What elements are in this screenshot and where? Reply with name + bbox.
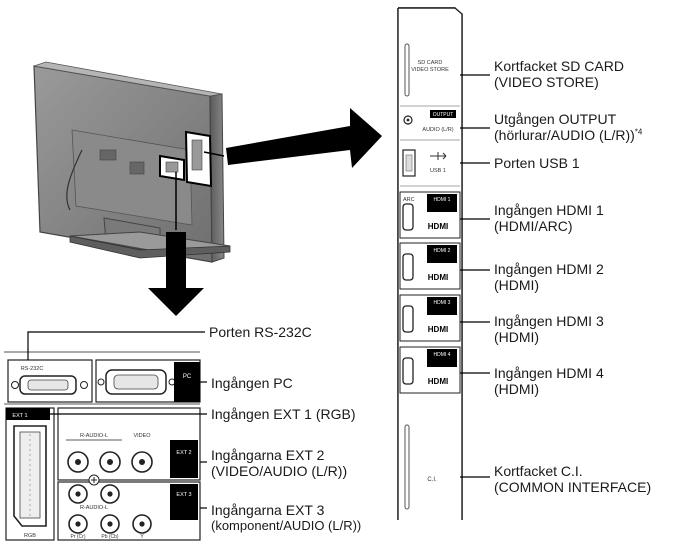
panel-text-pr-cr: Pr (Cr): [71, 534, 86, 540]
panel-text-video-store: VIDEO STORE: [411, 67, 449, 73]
label-pc: Ingången PC: [211, 375, 293, 391]
panel-text-rs232c: RS-232C: [21, 366, 44, 372]
label-hdmi3: Ingången HDMI 3 (HDMI): [494, 313, 604, 345]
footnote-marker: *4: [634, 127, 643, 137]
panel-text-rgb: RGB: [24, 533, 36, 539]
panel-text-hdmi3: HDMI 3: [434, 300, 451, 306]
panel-text-video: VIDEO: [133, 433, 151, 439]
panel-text-r-audio-l-ext3: R-AUDIO-L: [80, 505, 108, 511]
label-hdmi1: Ingången HDMI 1 (HDMI/ARC): [494, 202, 604, 234]
panel-text-hdmi4: HDMI 4: [434, 352, 451, 358]
hdmi-logo-1: HDMI: [428, 222, 448, 231]
label-ext2: Ingångarna EXT 2 (VIDEO/AUDIO (L/R)): [211, 447, 348, 479]
bottom-leader-lines: [27, 331, 207, 509]
label-hdmi4: Ingången HDMI 4 (HDMI): [494, 365, 604, 397]
panel-text-pb-cb: Pb (Cb): [101, 534, 119, 540]
pointer-line-side: [203, 151, 225, 157]
panel-text-output: OUTPUT: [433, 112, 454, 118]
label-rs232c: Porten RS-232C: [209, 324, 312, 340]
hdmi-logo-3: HDMI: [428, 325, 448, 334]
panel-text-usb1: USB 1: [430, 168, 446, 174]
side-leader-lines: [460, 74, 490, 478]
label-usb1: Porten USB 1: [494, 155, 580, 171]
panel-text-ext1: EXT 1: [12, 413, 27, 419]
panel-text-r-audio-l-ext2: R-AUDIO-L: [80, 433, 108, 439]
panel-text-pc: PC: [183, 374, 192, 380]
panel-text-hdmi2: HDMI 2: [434, 248, 451, 254]
hdmi-logo-4: HDMI: [428, 377, 448, 386]
label-ext3: Ingångarna EXT 3 (komponent/AUDIO (L/R)): [211, 502, 362, 533]
panel-text-y: Y: [140, 534, 144, 540]
hdmi-logo-2: HDMI: [428, 273, 448, 282]
panel-text-ext2: EXT 2: [176, 450, 191, 456]
label-ci: Kortfacket C.I. (COMMON INTERFACE): [494, 463, 652, 495]
panel-text-hdmi1: HDMI 1: [434, 197, 451, 203]
side-connector-panel: [397, 7, 463, 520]
panel-text-ext3: EXT 3: [176, 492, 191, 498]
label-ext1: Ingången EXT 1 (RGB): [211, 406, 356, 422]
bottom-connector-panel: [4, 351, 201, 541]
label-sd-card: Kortfacket SD CARD (VIDEO STORE): [494, 58, 624, 90]
label-hdmi2: Ingången HDMI 2 (HDMI): [494, 261, 604, 293]
tv-rear-illustration: [33, 61, 231, 263]
arrow-down: [148, 232, 204, 316]
arrow-right: [226, 108, 382, 168]
panel-text-arc: ARC: [403, 197, 415, 203]
panel-text-sd-card: SD CARD: [418, 60, 443, 66]
label-output: Utgången OUTPUT (hörlurar/AUDIO (L/R))*4: [494, 111, 643, 143]
panel-text-ci: C.I.: [427, 477, 437, 483]
panel-text-audio-lr: AUDIO (L/R): [422, 127, 453, 133]
